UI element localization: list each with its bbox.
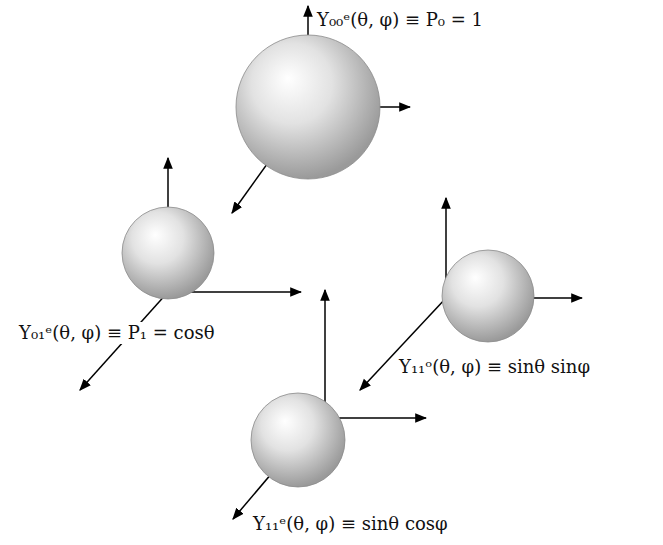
- sphere: [442, 250, 534, 342]
- axis-arrow: [324, 290, 326, 418]
- formula-label: Y₁₁ᵒ(θ, φ) ≡ sinθ sinφ: [396, 356, 593, 378]
- formula-label: Y₀₁ᵉ(θ, φ) ≡ P₁ = cosθ: [16, 322, 218, 344]
- sphere: [251, 393, 345, 487]
- sphere: [122, 207, 214, 299]
- formula-label: Y₀₀ᵉ(θ, φ) ≡ P₀ = 1: [314, 9, 486, 31]
- sphere: [236, 35, 380, 179]
- formula-label: Y₁₁ᵉ(θ, φ) ≡ sinθ cosφ: [250, 513, 451, 535]
